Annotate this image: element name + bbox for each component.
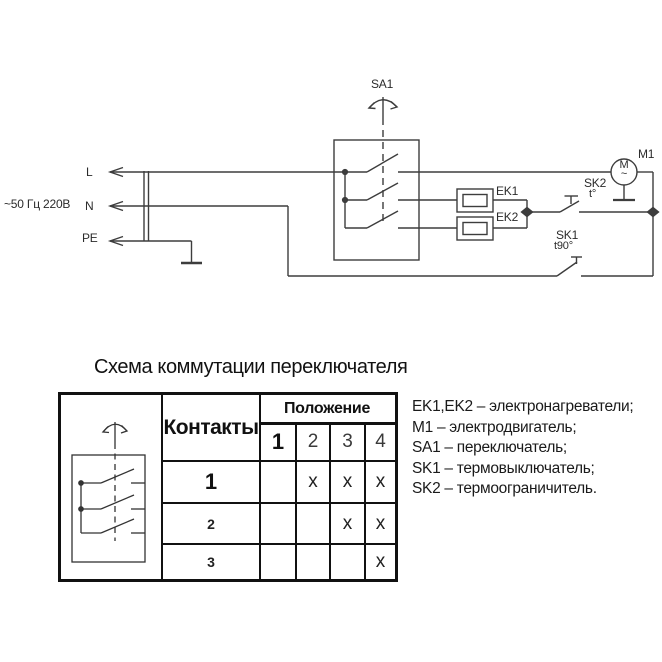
position-col-3: 3 [342, 431, 353, 452]
mark-cell [261, 545, 295, 579]
line-pe-label: PE [82, 231, 98, 245]
line-l-label: L [86, 165, 93, 179]
position-col-1: 1 [271, 429, 285, 454]
mark-cell: x [342, 512, 353, 534]
mark-cell: x [375, 471, 386, 492]
mark-cell: x [342, 471, 353, 492]
sa1-switch-symbol [333, 97, 457, 261]
mark-cell [297, 545, 329, 579]
mark-cell: x [308, 471, 318, 492]
sa1-label: SA1 [371, 77, 394, 91]
position-col-4: 4 [375, 431, 386, 452]
mark-cell [261, 504, 295, 543]
grid-line [295, 422, 297, 579]
grid-line [161, 543, 395, 545]
sk2-thermal-contact-symbol [527, 195, 653, 213]
grid-line [329, 422, 331, 579]
grid-line [161, 502, 395, 504]
mark-cell [261, 462, 295, 502]
commutation-table: Контакты Положение 1 2 3 4 1 2 3 x x x x… [58, 392, 398, 582]
junction-node-icons [520, 206, 660, 218]
grid-line [161, 395, 163, 579]
grid-line [364, 422, 366, 579]
table-title: Схема коммутации переключателя [94, 356, 408, 378]
position-header: Положение [283, 399, 371, 417]
contact-row-label: 3 [207, 554, 215, 570]
sk1-label: SK1 [556, 228, 579, 242]
m1-label: M1 [638, 147, 655, 161]
mark-cell: x [375, 512, 386, 534]
contact-row-label: 1 [204, 469, 218, 494]
grid-line [161, 460, 395, 462]
sk1-temp-label: t90° [554, 240, 573, 252]
mini-switch-pictogram [71, 422, 146, 563]
ek2-label: EK2 [496, 210, 519, 224]
heater-ek1-symbol [456, 188, 528, 213]
position-col-2: 2 [307, 431, 319, 452]
sk2-label: SK2 [584, 176, 607, 190]
mark-cell [331, 545, 364, 579]
legend-item: SA1 – переключатель; [412, 439, 567, 457]
legend: EK1,EK2 – электронагреватели; M1 – элект… [412, 397, 634, 500]
line-n-label: N [85, 199, 94, 213]
wiring-schematic [107, 97, 660, 277]
contact-row-label: 2 [207, 515, 215, 532]
sk2-temp-label: t° [589, 188, 597, 200]
legend-item: SK2 – термоограничитель. [412, 480, 597, 498]
legend-item: EK1,EK2 – электронагреватели; [412, 398, 634, 415]
power-input-lines [110, 171, 654, 277]
legend-item: SK1 – термовыключатель; [412, 459, 595, 477]
legend-item: M1 – электродвигатель; [412, 418, 577, 436]
motor-ac-sign: ~ [620, 168, 628, 180]
grid-line [259, 395, 261, 579]
motor-symbol [610, 158, 653, 202]
ek1-label: EK1 [496, 184, 519, 198]
supply-voltage-label: ~50 Гц 220В [4, 197, 71, 211]
ground-symbol [181, 241, 202, 265]
motor-letter: M [619, 159, 629, 171]
mark-cell: x [375, 551, 386, 572]
sk1-thermal-contact-symbol [556, 256, 582, 277]
grid-line-thick [259, 422, 395, 425]
mark-cell [297, 504, 329, 543]
heater-ek2-symbol [456, 212, 528, 241]
contacts-header: Контакты [163, 415, 259, 439]
